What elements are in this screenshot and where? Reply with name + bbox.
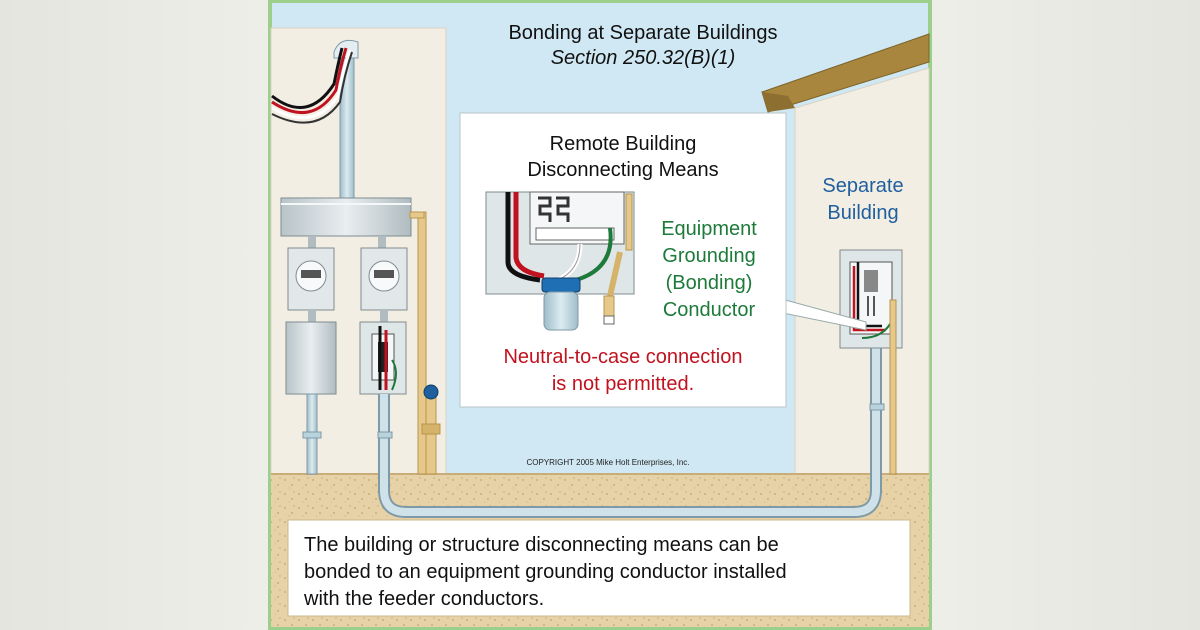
valve-handle-icon <box>423 384 439 400</box>
panel-closeup-drawing <box>485 191 635 331</box>
egc-label-line1: Equipment <box>661 218 757 240</box>
warning-line1: Neutral-to-case connection <box>503 346 742 368</box>
warning-line2: is not permitted. <box>552 373 694 395</box>
bonding-jumper-tan <box>607 251 623 297</box>
bonding-diagram: Bonding at Separate Buildings Section 25… <box>268 0 932 630</box>
separate-building-label-line2: Building <box>827 202 898 224</box>
disconnect-left <box>285 321 337 395</box>
callout-title-line1: Remote Building <box>550 133 697 155</box>
egc-label-line3: (Bonding) <box>666 272 753 294</box>
copyright-notice: COPYRIGHT 2005 Mike Holt Enterprises, In… <box>526 458 689 467</box>
callout-title-line2: Disconnecting Means <box>527 159 718 181</box>
separate-building-label-line1: Separate <box>822 175 903 197</box>
diagram-title: Bonding at Separate Buildings <box>508 22 777 44</box>
caption-line2: bonded to an equipment grounding conduct… <box>304 561 787 583</box>
frame-border <box>268 0 932 630</box>
separate-ground-rod <box>889 299 897 475</box>
egc-label-line2: Grounding <box>662 245 755 267</box>
caption-line3: with the feeder conductors. <box>303 588 544 610</box>
water-pipe <box>417 211 427 475</box>
caption-line1: The building or structure disconnecting … <box>304 534 779 556</box>
caption-box <box>287 519 911 617</box>
separate-building-roof <box>761 33 930 113</box>
service-drop-conductors <box>271 47 344 110</box>
diagram-subtitle: Section 250.32(B)(1) <box>551 47 736 69</box>
egc-label-line4: Conductor <box>663 299 756 321</box>
